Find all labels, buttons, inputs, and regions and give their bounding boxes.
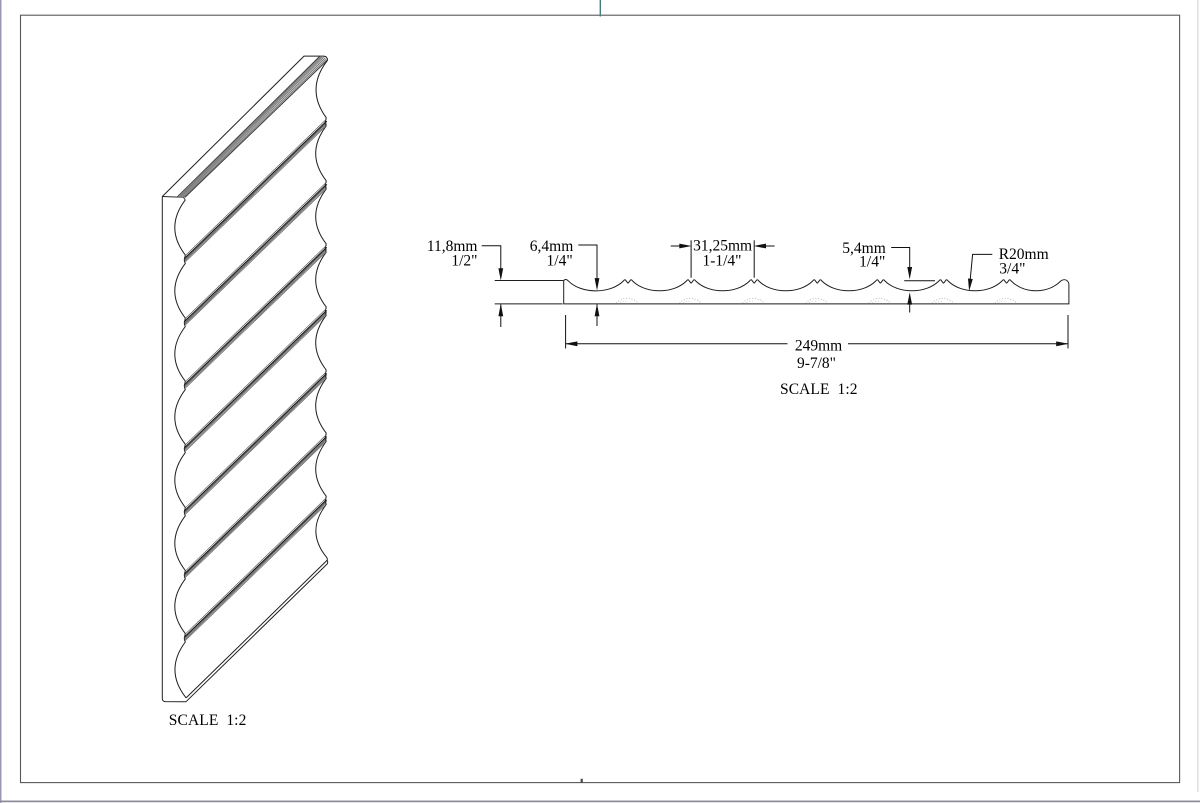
svg-text:11,8mm: 11,8mm xyxy=(427,238,478,255)
svg-text:6,4mm: 6,4mm xyxy=(530,238,574,255)
svg-text:9-7/8": 9-7/8" xyxy=(797,355,836,372)
svg-text:3/4": 3/4" xyxy=(999,260,1025,277)
svg-text:249mm: 249mm xyxy=(795,337,842,354)
svg-text:R20mm: R20mm xyxy=(999,246,1049,263)
svg-text:5,4mm: 5,4mm xyxy=(842,240,886,257)
svg-text:1/2": 1/2" xyxy=(451,252,477,269)
svg-text:SCALE 1:2: SCALE 1:2 xyxy=(169,712,247,729)
svg-text:31,25mm: 31,25mm xyxy=(693,238,752,255)
svg-text:1-1/4": 1-1/4" xyxy=(702,252,741,269)
svg-text:SCALE 1:2: SCALE 1:2 xyxy=(780,381,858,398)
svg-text:1/4": 1/4" xyxy=(859,254,885,271)
svg-text:1/4": 1/4" xyxy=(547,252,573,269)
